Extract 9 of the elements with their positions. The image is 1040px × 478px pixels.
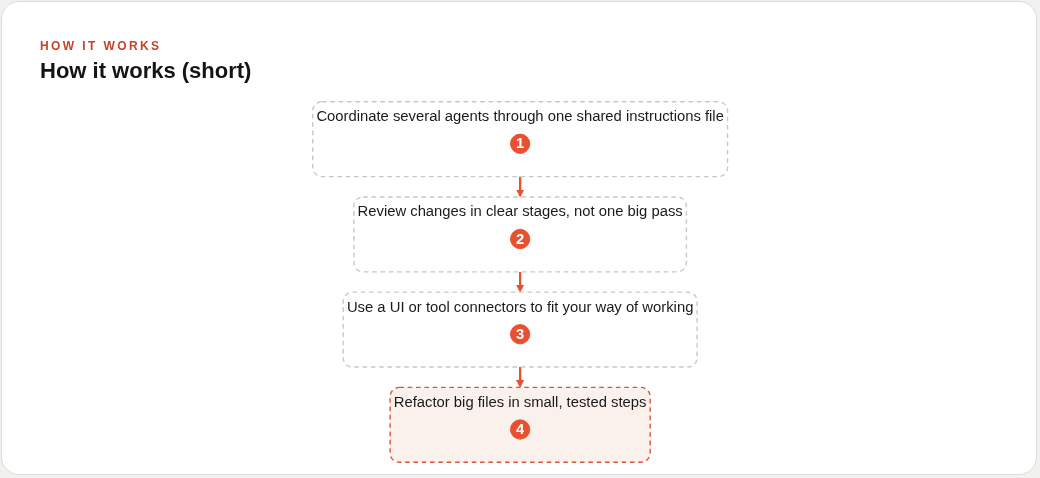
node-circle: 1 — [509, 133, 531, 154]
node-circle: 2 — [509, 228, 531, 250]
arrow — [515, 367, 525, 388]
node-circle: 3 — [509, 324, 531, 345]
node-circle: 4 — [509, 419, 531, 440]
diagram-title: How it works (short) — [40, 58, 252, 84]
arrow — [515, 176, 525, 198]
arrow — [515, 271, 525, 293]
eyebrow-label: HOW IT WORKS — [40, 39, 162, 54]
